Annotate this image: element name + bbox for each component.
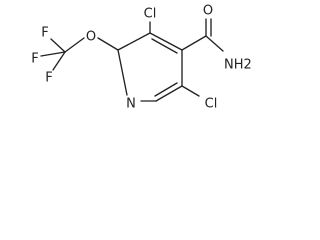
bond-c5-cl <box>181 85 200 97</box>
bond-cf3-f-left <box>40 51 66 57</box>
fluorine-bottom-label: F <box>45 71 52 86</box>
bond-cf3-f-bottom <box>52 51 66 71</box>
bond-c2-o <box>97 37 119 51</box>
ring-bond-c3-c4 <box>149 32 183 51</box>
ring-bond-c2-c3 <box>117 32 151 51</box>
bond-o-cf3 <box>64 37 85 53</box>
ring-bond-n-c2 <box>117 49 128 96</box>
ether-oxygen-label: O <box>86 30 96 45</box>
bond-c4-carbonyl <box>181 35 207 51</box>
ring-nitrogen-label: N <box>126 97 136 112</box>
fluorine-top-label: F <box>41 26 48 41</box>
ring-bond-c5-c6 <box>155 85 183 102</box>
chlorine-bottom-label: Cl <box>205 97 218 112</box>
chlorine-top-label: Cl <box>144 7 157 22</box>
amide-nh2-label: NH2 <box>224 58 252 73</box>
fluorine-left-label: F <box>31 52 38 67</box>
chemical-structure: Cl O NH2 O F F F N Cl <box>31 4 252 112</box>
bond-cf3-f-top <box>50 38 66 53</box>
ring-bond-c3-c4-inner <box>151 38 178 54</box>
carbonyl-oxygen-label: O <box>203 4 213 19</box>
bond-carbonyl-n <box>205 35 224 52</box>
ring-bond-c5-c6-inner <box>154 82 178 97</box>
